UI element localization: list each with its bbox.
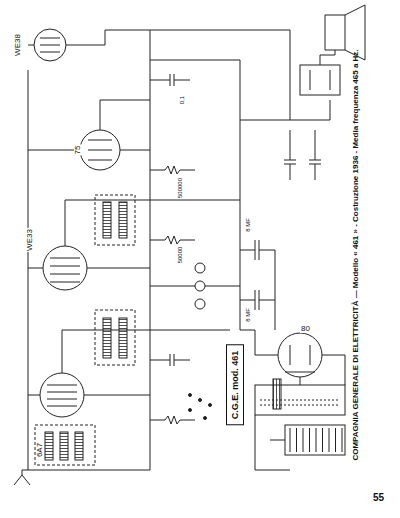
- power-transformer: [255, 385, 345, 415]
- voltage-selector: [285, 425, 345, 455]
- tube-label: 6A7: [36, 442, 44, 458]
- antenna: [14, 470, 30, 485]
- pilot-lamp: [195, 299, 205, 309]
- component-value: 500000: [177, 177, 183, 199]
- tube-label: 80: [300, 325, 311, 333]
- tube-symbol: [34, 29, 322, 417]
- component-value: 0,1: [179, 95, 185, 105]
- wire: [150, 286, 240, 287]
- component-value: 50000: [177, 246, 183, 265]
- if-transformer: [95, 195, 135, 245]
- output-transformer: [300, 65, 340, 95]
- pilot-lamp: [195, 263, 205, 273]
- if-transformer: [95, 310, 135, 365]
- title: COMPAGNIA GENERALE DI ELETTRICITÀ — Mode…: [352, 49, 360, 460]
- component-value: 8 MF: [245, 307, 251, 323]
- wire: [28, 30, 150, 395]
- mains-lead: [255, 415, 290, 470]
- tube-label: WE38: [14, 33, 22, 57]
- page-number: 55: [372, 493, 385, 503]
- wire: [320, 50, 335, 55]
- selector-taps: [290, 428, 342, 452]
- node-text: C.G.E. mod. 461: [230, 351, 240, 420]
- coil-bank: [35, 425, 95, 465]
- component: [150, 74, 321, 424]
- bus-wire: [28, 30, 240, 470]
- bus-wire: [105, 30, 330, 120]
- pilot-lamp: [195, 281, 205, 291]
- tube-label: 75: [74, 145, 82, 156]
- wire: [240, 330, 345, 385]
- component-value: 8 MF: [245, 217, 251, 233]
- tube-label: WE33: [26, 228, 34, 252]
- wave-switch: [189, 394, 212, 420]
- model-box: C.G.E. mod. 461: [226, 345, 244, 426]
